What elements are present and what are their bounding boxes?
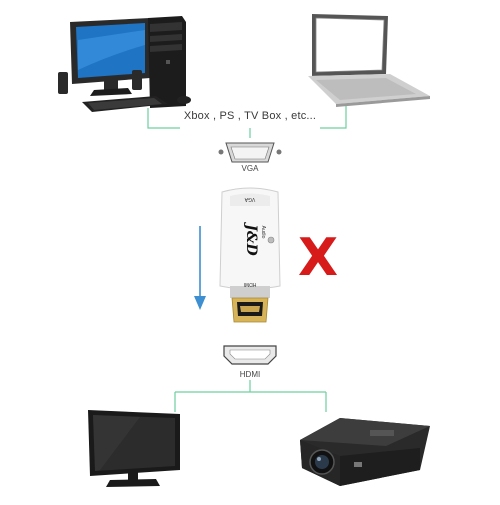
hdmi-port-label: HDMI (239, 370, 261, 379)
adapter-hdmi-label: HDMI (244, 281, 257, 287)
monitor-icon (88, 410, 180, 487)
not-supported-x-mark: X (297, 228, 339, 288)
adapter-brand-label: J&D (243, 221, 259, 256)
projector-icon (300, 418, 430, 486)
source-devices-label: Xbox , PS , TV Box , etc... (183, 110, 317, 122)
desktop-computer-icon (58, 16, 191, 112)
vga-port-label: VGA (241, 164, 259, 173)
vga-port-icon (218, 142, 282, 163)
output-connector-lines (174, 380, 327, 412)
hdmi-port-icon (223, 345, 277, 365)
adapter-vga-label: VGA (244, 196, 255, 202)
direction-arrow-icon (194, 226, 206, 310)
source-connector-lines (147, 106, 347, 138)
vga-hdmi-adapter (219, 187, 281, 323)
laptop-icon (308, 14, 430, 107)
adapter-audio-label: Audio (260, 226, 266, 239)
